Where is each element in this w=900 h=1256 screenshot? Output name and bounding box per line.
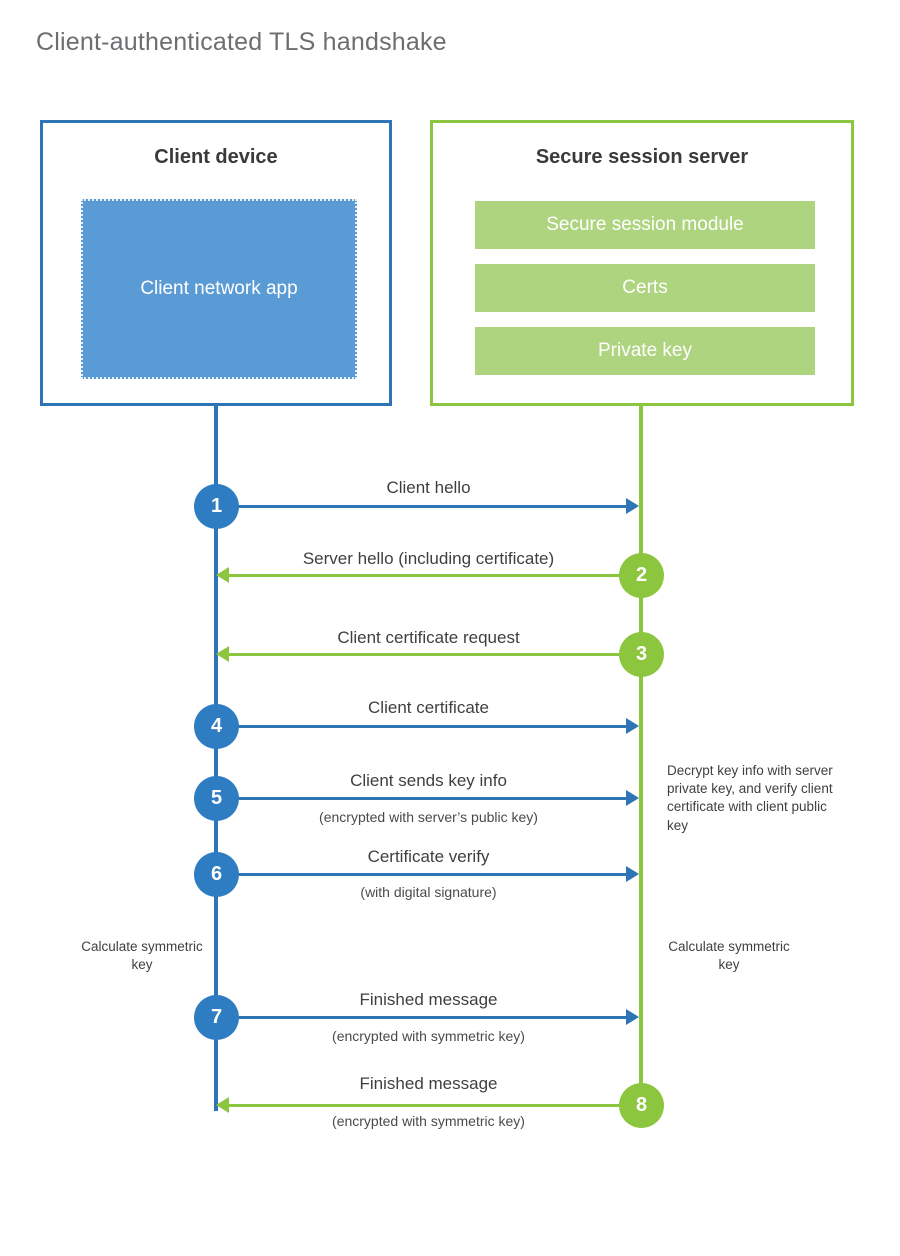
- step-6-badge: 6: [194, 852, 239, 897]
- step-7-sublabel: (encrypted with symmetric key): [332, 1028, 525, 1044]
- step-2-label: Server hello (including certificate): [302, 549, 555, 568]
- step-6-sublabel: (with digital signature): [360, 884, 497, 900]
- server-component-private-key: Private key: [475, 327, 815, 375]
- step-7-arrow-line: [216, 1016, 626, 1019]
- step-8-arrow-line: [229, 1104, 641, 1107]
- client-lifeline: [214, 406, 218, 1111]
- step-4-label: Client certificate: [368, 698, 489, 717]
- step-8-label: Finished message: [359, 1074, 498, 1093]
- secure-session-server-box: Secure session server Secure session mod…: [430, 120, 854, 406]
- step-8-arrow-head: [216, 1097, 229, 1113]
- step-1-badge: 1: [194, 484, 239, 529]
- step-3-arrow-head: [216, 646, 229, 662]
- step-6-arrow-line: [216, 873, 626, 876]
- step-3-label: Client certificate request: [337, 628, 520, 647]
- step-4-badge: 4: [194, 704, 239, 749]
- server-calculate-symmetric-key-note: Calculate symmetric key: [668, 939, 790, 973]
- step-6-arrow-head: [626, 866, 639, 882]
- server-component-secure-session-module: Secure session module: [475, 201, 815, 249]
- step-5-arrow-line: [216, 797, 626, 800]
- step-8-badge: 8: [619, 1083, 664, 1128]
- page-title: Client-authenticated TLS handshake: [36, 28, 447, 56]
- step-1-arrow-head: [626, 498, 639, 514]
- client-network-app-block: Client network app: [81, 199, 357, 379]
- step-1-label: Client hello: [386, 478, 471, 497]
- step-4-arrow-head: [626, 718, 639, 734]
- step-3-arrow-line: [229, 653, 641, 656]
- step-5-sublabel: (encrypted with server’s public key): [319, 809, 538, 825]
- step-7-arrow-head: [626, 1009, 639, 1025]
- step-5-badge: 5: [194, 776, 239, 821]
- step-2-badge: 2: [619, 553, 664, 598]
- server-decrypt-annotation: Decrypt key info with server private key…: [667, 763, 833, 833]
- step-5-arrow-head: [626, 790, 639, 806]
- step-6-label: Certificate verify: [367, 847, 490, 866]
- step-2-arrow-line: [229, 574, 641, 577]
- step-3-badge: 3: [619, 632, 664, 677]
- step-7-label: Finished message: [359, 990, 498, 1009]
- server-component-certs: Certs: [475, 264, 815, 312]
- step-4-arrow-line: [216, 725, 626, 728]
- step-7-badge: 7: [194, 995, 239, 1040]
- step-8-sublabel: (encrypted with symmetric key): [332, 1113, 525, 1129]
- secure-session-server-title: Secure session server: [535, 146, 749, 168]
- client-device-title: Client device: [154, 146, 278, 168]
- step-5-label: Client sends key info: [350, 771, 507, 790]
- client-device-box: Client device Client network app: [40, 120, 392, 406]
- server-lifeline: [639, 406, 643, 1105]
- client-calculate-symmetric-key-note: Calculate symmetric key: [81, 939, 203, 973]
- step-1-arrow-line: [216, 505, 626, 508]
- step-2-arrow-head: [216, 567, 229, 583]
